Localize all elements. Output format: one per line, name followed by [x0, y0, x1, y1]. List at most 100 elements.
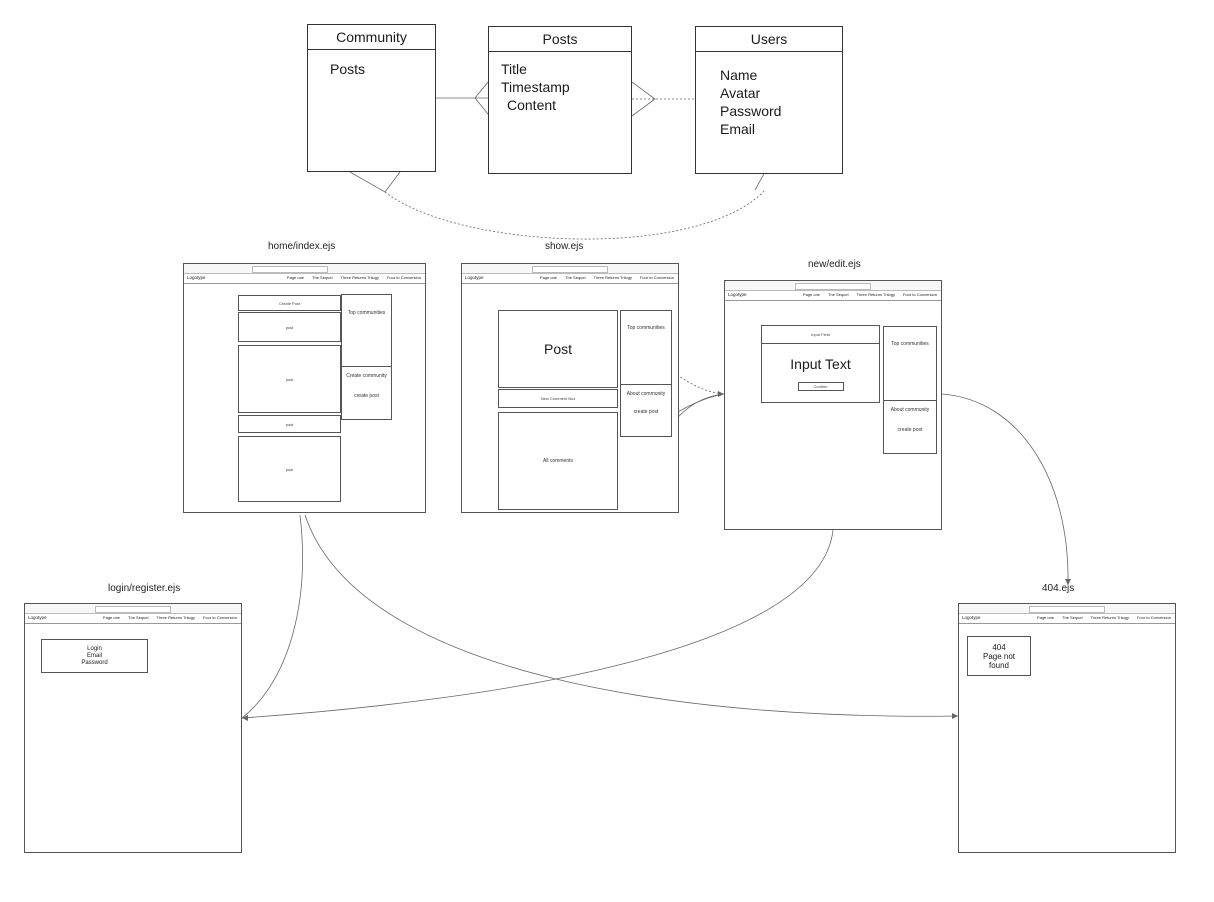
- nav-link-3: Three Returns Trilogy: [340, 275, 379, 280]
- create-post-link: create post: [897, 427, 923, 433]
- edit-page-label: new/edit.ejs: [808, 259, 861, 270]
- nav-link-1: Page one: [286, 275, 305, 280]
- nav-link-4: Four to Conversion: [902, 292, 937, 297]
- browser-chrome: [725, 281, 941, 291]
- show-page-label: show.ejs: [545, 241, 584, 252]
- url-bar: [252, 266, 328, 273]
- post-card: post: [238, 436, 341, 502]
- error-code: 404: [992, 642, 1006, 652]
- browser-chrome: [25, 604, 241, 614]
- entity-posts-field-timestamp: Timestamp: [501, 79, 570, 95]
- confirm-button[interactable]: Confirm: [797, 382, 844, 391]
- browser-chrome: [184, 264, 425, 274]
- notfound-message: 404 Page not found: [967, 636, 1031, 676]
- input-text[interactable]: Input Text: [790, 356, 851, 372]
- edit-wireframe: Logotype Page one The Sequel Three Retur…: [724, 280, 942, 530]
- post-form: Input Field Input Text Confirm: [761, 325, 880, 403]
- password-field[interactable]: Password: [81, 659, 108, 666]
- login-wireframe: Logotype Page one The Sequel Three Retur…: [24, 603, 242, 853]
- entity-posts-field-content: Content: [507, 97, 557, 113]
- home-wireframe: Logotype Page one The Sequel Three Retur…: [183, 263, 426, 513]
- nav-link-2: The Sequel: [312, 275, 333, 280]
- about-community: About community: [626, 391, 666, 397]
- nav-link-1: Page one: [802, 292, 821, 297]
- error-text-2: found: [988, 660, 1010, 670]
- nav-link-3: Three Returns Trilogy: [856, 292, 895, 297]
- all-comments: All comments: [498, 412, 618, 510]
- home-to-login: [241, 514, 303, 719]
- login-form: Login Email Password: [41, 639, 148, 673]
- email-field[interactable]: Email: [86, 652, 102, 659]
- create-community-link: Create community: [346, 373, 387, 379]
- login-label: Login: [87, 645, 102, 652]
- notfound-page-label: 404.ejs: [1042, 583, 1075, 594]
- url-bar: [95, 606, 171, 613]
- create-post-link: create post: [633, 409, 659, 415]
- crowfoot-community-bottom: [349, 171, 401, 193]
- nav-link-4: Four to Conversion: [386, 275, 421, 280]
- edit-to-404: [941, 393, 1069, 586]
- browser-chrome: [959, 604, 1175, 614]
- post-card: post: [238, 345, 341, 413]
- community-users-curve: [384, 189, 766, 240]
- login-page-label: login/register.ejs: [108, 583, 181, 594]
- logo: Logotype: [28, 615, 47, 620]
- nav-link-2: The Sequel: [1062, 615, 1083, 620]
- crowfoot-users: [631, 81, 656, 117]
- logo: Logotype: [728, 292, 747, 297]
- entity-posts-title: Posts: [489, 27, 631, 52]
- entity-users: Users Name Avatar Password Email: [695, 26, 843, 174]
- home-to-404: [304, 514, 959, 717]
- crowfoot-posts: [474, 81, 489, 115]
- logo: Logotype: [962, 615, 981, 620]
- nav-bar: Logotype Page one The Sequel Three Retur…: [725, 290, 941, 301]
- entity-community-field-posts: Posts: [330, 61, 366, 77]
- nav-bar: Logotype Page one The Sequel Three Retur…: [462, 273, 678, 284]
- entity-posts-field-title: Title: [501, 61, 527, 77]
- nav-link-2: The Sequel: [828, 292, 849, 297]
- nav-bar: Logotype Page one The Sequel Three Retur…: [184, 273, 425, 284]
- nav-link-3: Three Returns Trilogy: [156, 615, 195, 620]
- about-community: About community: [890, 407, 930, 413]
- sidebar-actions: About community create post: [620, 384, 672, 437]
- nav-link-2: The Sequel: [565, 275, 586, 280]
- home-page-label: home/index.ejs: [268, 241, 336, 252]
- nav-link-2: The Sequel: [128, 615, 149, 620]
- input-field[interactable]: Input Field: [762, 326, 879, 344]
- entity-users-title: Users: [696, 27, 842, 52]
- url-bar: [1029, 606, 1105, 613]
- nav-link-4: Four to Conversion: [202, 615, 237, 620]
- top-communities-panel: Top communities: [620, 310, 672, 394]
- entity-users-field-name: Name: [720, 67, 758, 83]
- edit-to-login: [241, 529, 834, 719]
- browser-chrome: [462, 264, 678, 274]
- entity-posts: Posts Title Timestamp Content: [488, 26, 632, 174]
- entity-community: Community Posts: [307, 24, 436, 172]
- post-card: post: [238, 415, 341, 433]
- post-card: post: [238, 312, 341, 342]
- entity-users-field-avatar: Avatar: [720, 85, 761, 101]
- url-bar: [795, 283, 871, 290]
- url-bar: [532, 266, 608, 273]
- error-text-1: Page not: [982, 651, 1016, 661]
- post-content: Post: [498, 310, 618, 388]
- entity-users-field-email: Email: [720, 121, 756, 137]
- sidebar-actions: About community create post: [883, 400, 937, 454]
- nav-link-1: Page one: [539, 275, 558, 280]
- notfound-wireframe: Logotype Page one The Sequel Three Retur…: [958, 603, 1176, 853]
- nav-link-1: Page one: [1036, 615, 1055, 620]
- logo: Logotype: [187, 275, 206, 280]
- nav-link-1: Page one: [102, 615, 121, 620]
- logo: Logotype: [465, 275, 484, 280]
- sidebar-actions: Create community create post: [341, 366, 392, 420]
- create-post-link: create post: [354, 393, 379, 399]
- nav-link-3: Three Returns Trilogy: [593, 275, 632, 280]
- nav-bar: Logotype Page one The Sequel Three Retur…: [959, 613, 1175, 624]
- top-communities-panel: Top communities: [883, 326, 937, 410]
- create-post-input: Create Post: [238, 295, 341, 311]
- new-comment-box: New Comment Box: [498, 389, 618, 408]
- entity-community-title: Community: [308, 25, 435, 50]
- crowfoot-users-bottom: [754, 171, 790, 191]
- nav-link-4: Four to Conversion: [639, 275, 674, 280]
